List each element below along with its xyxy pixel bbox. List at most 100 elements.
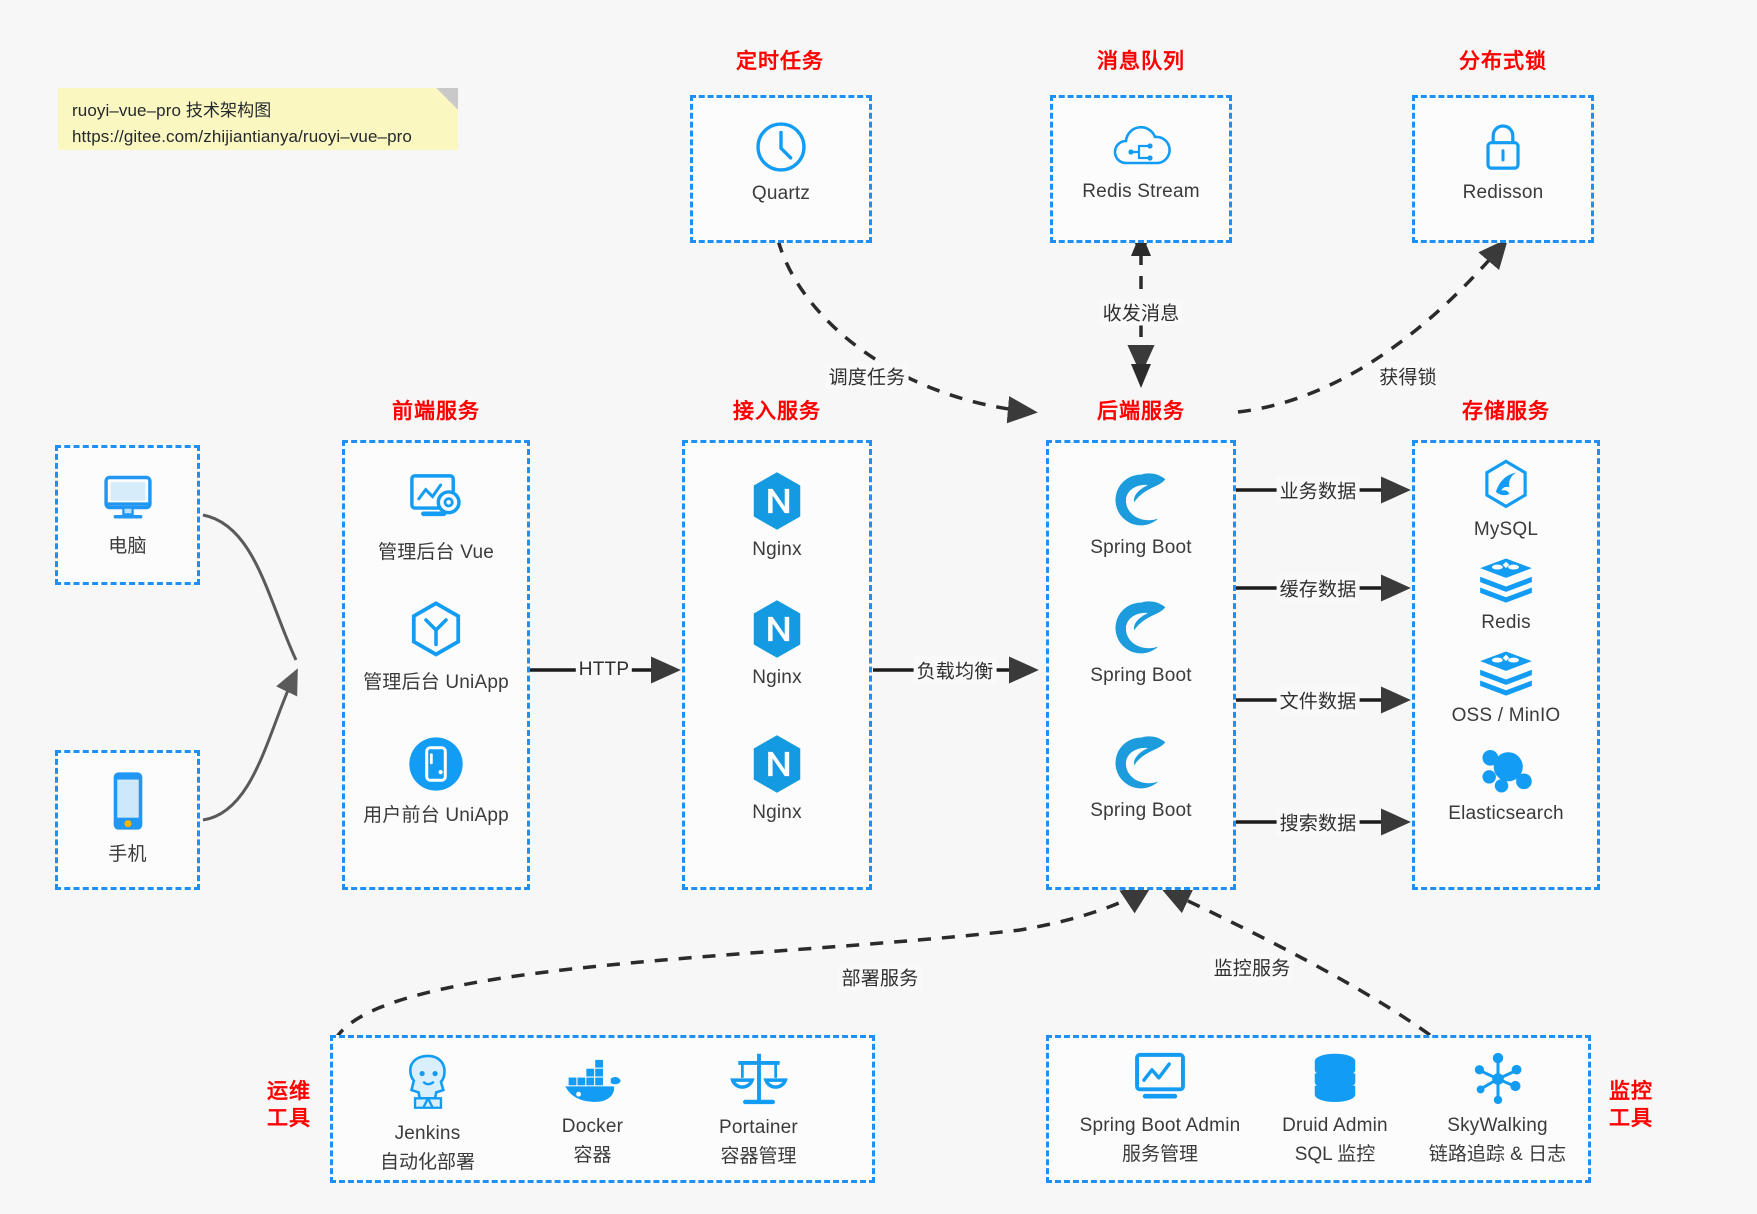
database-icon — [1308, 1050, 1362, 1108]
group-title-devops-line2: 工具 — [267, 1107, 311, 1131]
group-title-message-queue: 消息队列 — [1097, 50, 1185, 73]
node-label: Spring Boot Admin — [1079, 1115, 1241, 1136]
node-sublabel: 链路追踪 & 日志 — [1428, 1144, 1567, 1165]
node-redis[interactable]: Redis — [1412, 555, 1600, 634]
group-title-backend: 后端服务 — [1097, 400, 1185, 423]
edge-label-load-balance: 负载均衡 — [913, 656, 997, 684]
node-label: Jenkins — [394, 1123, 461, 1144]
edge-label-message: 收发消息 — [1099, 298, 1183, 326]
diagram-note: ruoyi–vue–pro 技术架构图 https://gitee.com/zh… — [58, 88, 458, 150]
node-redisson[interactable]: Redisson — [1412, 115, 1594, 204]
node-label: MySQL — [1473, 519, 1539, 540]
node-desktop[interactable]: 电脑 — [55, 468, 200, 558]
node-label: 管理后台 Vue — [378, 542, 494, 563]
node-elasticsearch[interactable]: Elasticsearch — [1412, 742, 1600, 825]
node-sublabel: SQL 监控 — [1294, 1144, 1376, 1165]
lock-icon — [1475, 115, 1531, 175]
node-spring-boot-2[interactable]: Spring Boot — [1046, 598, 1236, 687]
node-label: Spring Boot — [1090, 537, 1192, 558]
node-label: Redis Stream — [1082, 181, 1200, 202]
group-title-distributed-lock: 分布式锁 — [1459, 50, 1547, 73]
node-nginx-3[interactable]: Nginx — [682, 733, 872, 824]
group-title-scheduled-task: 定时任务 — [736, 50, 824, 73]
node-sublabel: 服务管理 — [1121, 1144, 1198, 1165]
mysql-icon — [1479, 458, 1533, 512]
mobile-icon — [107, 770, 149, 832]
group-title-gateway: 接入服务 — [733, 400, 821, 423]
node-label: Elasticsearch — [1448, 803, 1564, 824]
spring-icon — [1111, 470, 1171, 530]
edge-label-deploy-service: 部署服务 — [838, 963, 922, 991]
node-label: Portainer — [719, 1117, 798, 1138]
edge-label-monitor-service: 监控服务 — [1210, 953, 1294, 981]
node-skywalking[interactable]: SkyWalking 链路追踪 & 日志 — [1410, 1050, 1585, 1166]
node-label: 手机 — [108, 844, 147, 865]
node-quartz[interactable]: Quartz — [690, 118, 872, 205]
node-mysql[interactable]: MySQL — [1412, 458, 1600, 541]
node-label: Druid Admin — [1282, 1115, 1388, 1136]
node-admin-uniapp[interactable]: 管理后台 UniApp — [342, 600, 530, 694]
node-nginx-1[interactable]: Nginx — [682, 470, 872, 561]
edge-label-cache-data: 缓存数据 — [1276, 574, 1360, 602]
node-oss-minio[interactable]: OSS / MinIO — [1412, 648, 1600, 727]
node-label: Redisson — [1462, 182, 1544, 203]
hexagon-y-icon — [407, 600, 465, 660]
node-portainer[interactable]: Portainer 容器管理 — [676, 1048, 841, 1168]
node-admin-vue[interactable]: 管理后台 Vue — [342, 470, 530, 564]
jenkins-icon — [398, 1050, 458, 1116]
group-title-frontend: 前端服务 — [392, 400, 480, 423]
dashboard-gear-icon — [405, 470, 467, 530]
nginx-icon — [748, 733, 806, 795]
node-label: Spring Boot — [1090, 800, 1192, 821]
redis-icon — [1478, 648, 1534, 698]
node-label: 用户前台 UniApp — [363, 805, 509, 826]
node-spring-boot-1[interactable]: Spring Boot — [1046, 470, 1236, 559]
edge-label-schedule-task: 调度任务 — [825, 362, 909, 390]
edge-label-file-data: 文件数据 — [1276, 686, 1360, 714]
mobile-circle-icon — [407, 735, 465, 793]
group-title-devops-line1: 运维 — [267, 1080, 311, 1103]
spring-icon — [1111, 733, 1171, 793]
node-spring-boot-admin[interactable]: Spring Boot Admin 服务管理 — [1060, 1050, 1260, 1166]
node-label: Docker — [561, 1116, 624, 1137]
node-docker[interactable]: Docker 容器 — [510, 1055, 675, 1167]
redis-icon — [1478, 555, 1534, 605]
docker-icon — [562, 1055, 624, 1109]
node-druid-admin[interactable]: Druid Admin SQL 监控 — [1255, 1050, 1415, 1166]
node-label: OSS / MinIO — [1451, 705, 1561, 726]
node-mobile[interactable]: 手机 — [55, 770, 200, 866]
node-redis-stream[interactable]: Redis Stream — [1050, 118, 1232, 203]
edge-label-http: HTTP — [575, 659, 633, 681]
edge-label-business-data: 业务数据 — [1276, 476, 1360, 504]
group-title-storage: 存储服务 — [1462, 400, 1550, 423]
node-user-uniapp[interactable]: 用户前台 UniApp — [342, 735, 530, 827]
node-nginx-2[interactable]: Nginx — [682, 598, 872, 689]
group-box-backend — [1046, 440, 1236, 890]
node-label: Quartz — [751, 183, 811, 204]
node-label: SkyWalking — [1447, 1115, 1548, 1136]
node-spring-boot-3[interactable]: Spring Boot — [1046, 733, 1236, 822]
spring-icon — [1111, 598, 1171, 658]
group-title-monitoring-line1: 监控 — [1609, 1080, 1653, 1103]
node-jenkins[interactable]: Jenkins 自动化部署 — [345, 1050, 510, 1174]
elasticsearch-icon — [1478, 742, 1534, 796]
desktop-icon — [98, 468, 158, 524]
group-title-devops: 运维 工具 — [258, 1078, 320, 1133]
node-sublabel: 容器管理 — [720, 1146, 797, 1167]
group-title-monitoring: 监控 工具 — [1600, 1078, 1662, 1133]
monitor-chart-icon — [1129, 1050, 1191, 1108]
note-fold-icon — [436, 88, 458, 110]
node-label: 电脑 — [108, 536, 147, 557]
edge-label-search-data: 搜索数据 — [1276, 808, 1360, 836]
node-label: Spring Boot — [1090, 665, 1192, 686]
group-title-monitoring-line2: 工具 — [1609, 1107, 1653, 1131]
node-label: 管理后台 UniApp — [363, 672, 509, 693]
node-sublabel: 自动化部署 — [379, 1152, 475, 1173]
nginx-icon — [748, 470, 806, 532]
skywalking-icon — [1469, 1050, 1527, 1108]
group-box-message-queue — [1050, 95, 1232, 243]
nginx-icon — [748, 598, 806, 660]
edge-label-acquire-lock: 获得锁 — [1376, 362, 1440, 390]
node-label: Nginx — [752, 539, 802, 560]
